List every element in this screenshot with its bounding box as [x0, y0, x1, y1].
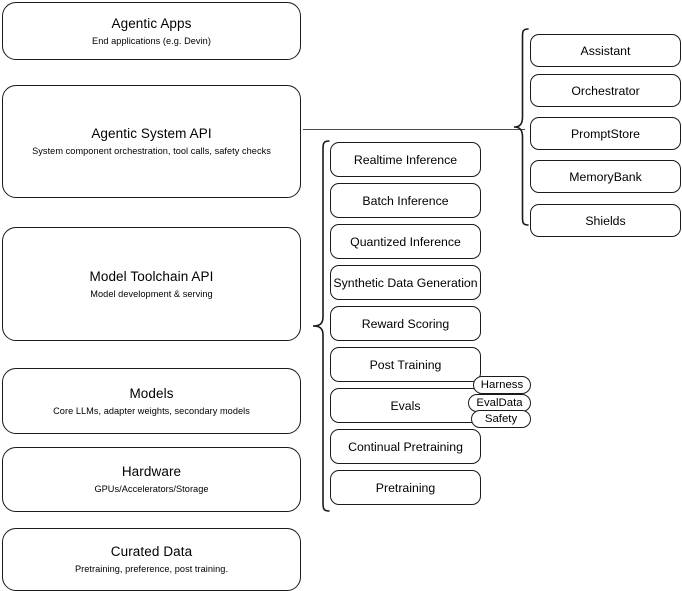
toolchain-item-realtime-inference[interactable]: Realtime Inference	[330, 142, 481, 177]
toolchain-item-synthetic-data-generation[interactable]: Synthetic Data Generation	[330, 265, 481, 300]
layer-title: Agentic Apps	[111, 15, 192, 31]
layer-subtitle: Model development & serving	[90, 288, 213, 299]
system-component-shields[interactable]: Shields	[530, 204, 681, 237]
toolchain-item-label: Continual Pretraining	[348, 439, 463, 454]
brace-toolchain-items	[312, 140, 330, 512]
toolchain-item-post-training[interactable]: Post Training	[330, 347, 481, 382]
system-component-label: Orchestrator	[571, 83, 640, 98]
system-component-assistant[interactable]: Assistant	[530, 34, 681, 67]
layer-subtitle: Pretraining, preference, post training.	[74, 564, 229, 574]
eval-pill-safety[interactable]: Safety	[471, 410, 531, 428]
toolchain-item-reward-scoring[interactable]: Reward Scoring	[330, 306, 481, 341]
layer-subtitle: End applications (e.g. Devin)	[92, 35, 211, 46]
connector-line-agentic-system-api	[303, 129, 525, 131]
toolchain-item-continual-pretraining[interactable]: Continual Pretraining	[330, 429, 481, 464]
eval-pill-label: Harness	[480, 379, 524, 391]
toolchain-item-label: Pretraining	[375, 480, 436, 495]
toolchain-item-label: Realtime Inference	[353, 152, 458, 167]
eval-pill-harness[interactable]: Harness	[473, 376, 531, 394]
system-component-memorybank[interactable]: MemoryBank	[530, 160, 681, 193]
system-component-label: Shields	[585, 213, 626, 228]
eval-pill-label: EvalData	[476, 397, 523, 409]
layer-box-agentic-apps[interactable]: Agentic Apps End applications (e.g. Devi…	[2, 2, 301, 60]
layer-title: Model Toolchain API	[89, 268, 214, 284]
system-component-label: Assistant	[580, 43, 631, 58]
layer-box-curated-data[interactable]: Curated Data Pretraining, preference, po…	[2, 528, 301, 591]
layer-subtitle: Core LLMs, adapter weights, secondary mo…	[53, 405, 250, 416]
toolchain-item-label: Quantized Inference	[350, 234, 461, 249]
layer-title: Agentic System API	[91, 126, 212, 141]
layer-subtitle: System component orchestration, tool cal…	[32, 146, 271, 156]
brace-system-components	[513, 28, 529, 226]
layer-box-model-toolchain-api[interactable]: Model Toolchain API Model development & …	[2, 227, 301, 341]
layer-subtitle: GPUs/Accelerators/Storage	[94, 484, 209, 494]
system-component-label: MemoryBank	[569, 169, 642, 184]
toolchain-item-batch-inference[interactable]: Batch Inference	[330, 183, 481, 218]
layer-title: Hardware	[121, 464, 182, 479]
system-component-orchestrator[interactable]: Orchestrator	[530, 74, 681, 107]
toolchain-item-label: Evals	[390, 398, 421, 413]
toolchain-item-quantized-inference[interactable]: Quantized Inference	[330, 224, 481, 259]
toolchain-item-label: Batch Inference	[362, 193, 449, 208]
layer-title: Curated Data	[110, 544, 193, 559]
toolchain-item-label: Synthetic Data Generation	[333, 275, 478, 290]
toolchain-item-evals[interactable]: Evals	[330, 388, 481, 423]
system-component-label: PromptStore	[570, 126, 641, 141]
layer-box-agentic-system-api[interactable]: Agentic System API System component orch…	[2, 85, 301, 198]
toolchain-item-pretraining[interactable]: Pretraining	[330, 470, 481, 505]
eval-pill-label: Safety	[484, 413, 518, 425]
toolchain-item-label: Post Training	[369, 357, 442, 372]
toolchain-item-label: Reward Scoring	[361, 316, 450, 331]
layer-box-hardware[interactable]: Hardware GPUs/Accelerators/Storage	[2, 447, 301, 512]
layer-box-models[interactable]: Models Core LLMs, adapter weights, secon…	[2, 368, 301, 434]
system-component-promptstore[interactable]: PromptStore	[530, 117, 681, 150]
layer-title: Models	[129, 385, 174, 401]
